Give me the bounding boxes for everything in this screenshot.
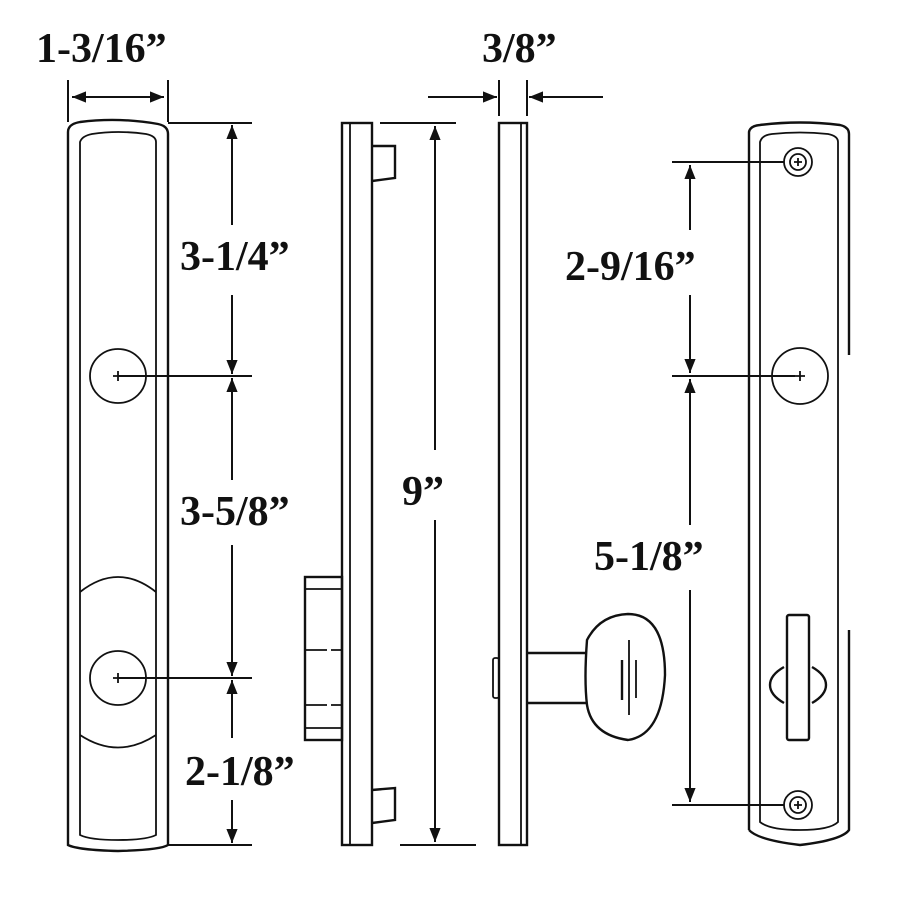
label-plate-depth: 3/8” (482, 26, 557, 72)
thumb-turn-lever-icon (785, 613, 811, 742)
front-view-interior (66, 80, 252, 853)
label-hole-spacing: 3-5/8” (180, 489, 290, 535)
label-screw-to-center-hole: 2-9/16” (565, 244, 696, 290)
label-center-hole-to-bottom-screw: 5-1/8” (594, 534, 704, 580)
label-second-hole-to-bottom: 2-1/8” (185, 749, 295, 795)
thumb-turn-knob-icon (584, 612, 667, 742)
side-view-with-knob (428, 80, 667, 847)
label-top-to-first-hole: 3-1/4” (180, 234, 290, 280)
side-view-with-latch (303, 121, 476, 847)
label-overall-height: 9” (402, 469, 444, 515)
label-plate-width: 1-3/16” (36, 26, 167, 72)
front-view-exterior (672, 121, 851, 847)
